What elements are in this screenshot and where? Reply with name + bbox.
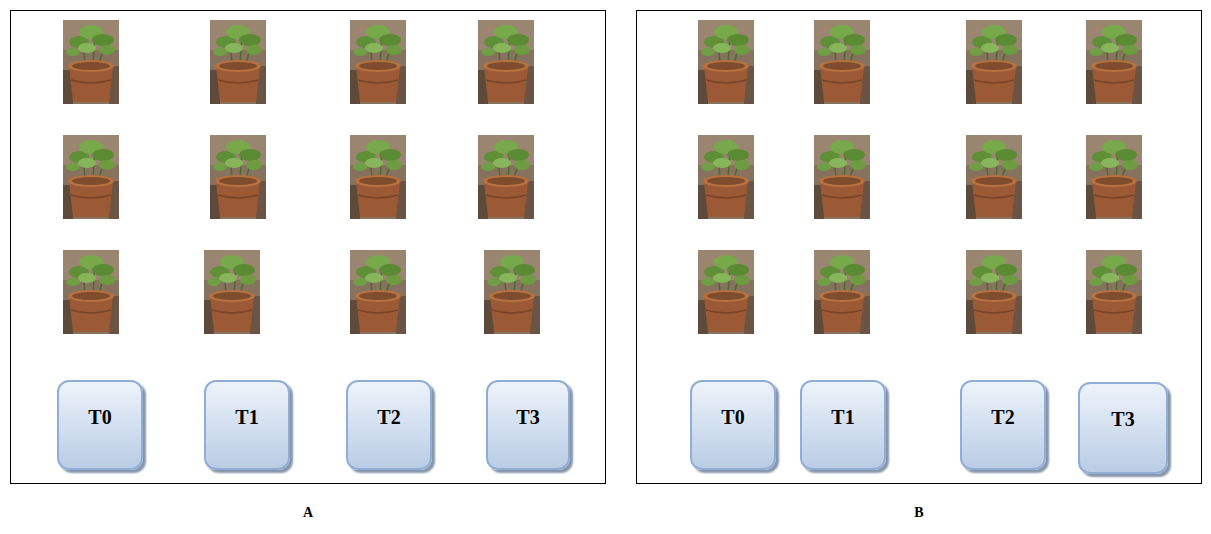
- treatment-label: T0: [88, 406, 111, 429]
- treatment-box: T0: [57, 380, 143, 470]
- treatment-label: T3: [516, 406, 539, 429]
- treatment-panel: BT0T1T2T3: [636, 10, 1202, 484]
- treatment-label: T2: [377, 406, 400, 429]
- treatment-label: T1: [235, 406, 258, 429]
- treatment-box: T2: [960, 380, 1046, 470]
- plant-photos-b: [698, 20, 1142, 334]
- treatment-panel: AT0T1T2T3: [10, 10, 606, 484]
- treatment-box: T2: [346, 380, 432, 470]
- treatment-box: T1: [800, 380, 886, 470]
- treatment-label: T0: [721, 406, 744, 429]
- treatment-box: T1: [204, 380, 290, 470]
- panel-letter: A: [11, 505, 605, 521]
- panel-letter: B: [637, 505, 1201, 521]
- treatment-box: T3: [486, 380, 570, 470]
- plant-photos-a: [63, 20, 540, 334]
- treatment-box: T3: [1078, 382, 1168, 474]
- treatment-label: T3: [1111, 408, 1134, 431]
- treatment-label: T2: [991, 406, 1014, 429]
- treatment-label: T1: [831, 406, 854, 429]
- treatment-box: T0: [690, 380, 776, 470]
